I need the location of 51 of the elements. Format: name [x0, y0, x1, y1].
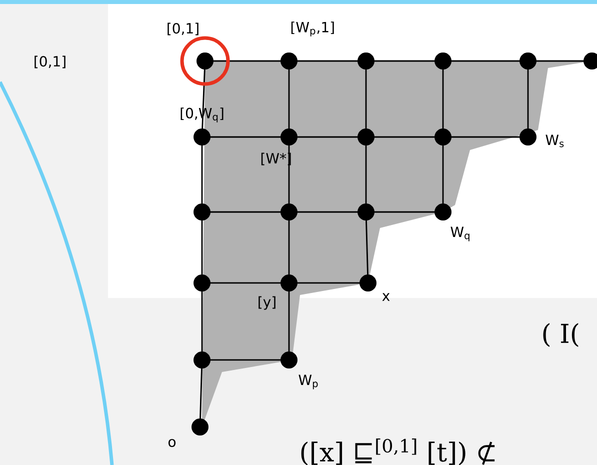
dot: [194, 204, 210, 220]
grid-line: [208, 211, 284, 213]
dot: [434, 52, 452, 70]
grid-line: [288, 218, 290, 278]
grid-line: [365, 218, 369, 278]
grid-line: [294, 211, 360, 213]
grid-line: [201, 142, 203, 206]
dot: [194, 351, 210, 368]
dot: [520, 52, 536, 70]
grid-line: [372, 211, 438, 213]
grid-line: [372, 60, 438, 62]
grid-line: [201, 218, 203, 278]
dot: [358, 204, 374, 220]
node-label: [0,1]: [168, 22, 198, 36]
grid-line: [442, 66, 444, 132]
grid-line: [288, 288, 290, 354]
grid-line: [208, 136, 284, 138]
node-label: W$_{p}$: [298, 374, 318, 390]
node-label: [y]: [258, 296, 276, 310]
node-label: W$_{s}$: [546, 134, 564, 148]
grid-line: [294, 136, 360, 138]
grid-line: [210, 60, 284, 62]
grid-line: [365, 66, 367, 132]
dot: [434, 128, 452, 146]
grid-line: [442, 142, 444, 206]
side-label: [0,1]: [34, 56, 66, 68]
grid-line: [294, 60, 360, 62]
grid-line: [534, 60, 586, 62]
grid-line: [199, 366, 203, 422]
grid-line: [208, 359, 284, 361]
dot: [280, 204, 298, 220]
formula-text: ([x] ⊑$^{[0,1]}$ [t]) ⊄: [301, 438, 495, 465]
formula-text: ( I(: [543, 323, 578, 347]
dot: [358, 52, 374, 70]
grid-line: [288, 66, 290, 132]
grid-line: [448, 60, 522, 62]
grid-line: [288, 142, 290, 206]
dot: [358, 128, 374, 146]
grid-line: [372, 136, 438, 138]
grid-line: [202, 66, 206, 132]
grid-line: [294, 282, 362, 284]
grid-line: [201, 288, 203, 354]
grid-line: [527, 66, 529, 132]
grid-line: [365, 142, 367, 206]
grid-line: [208, 282, 284, 284]
grid-line: [448, 136, 522, 138]
node-label: o: [168, 438, 176, 447]
node-label: [W$_{p}$,1]: [291, 22, 334, 36]
dot: [194, 274, 210, 292]
node-label: W$_{q}$: [450, 226, 470, 242]
node-label: x: [382, 293, 390, 301]
